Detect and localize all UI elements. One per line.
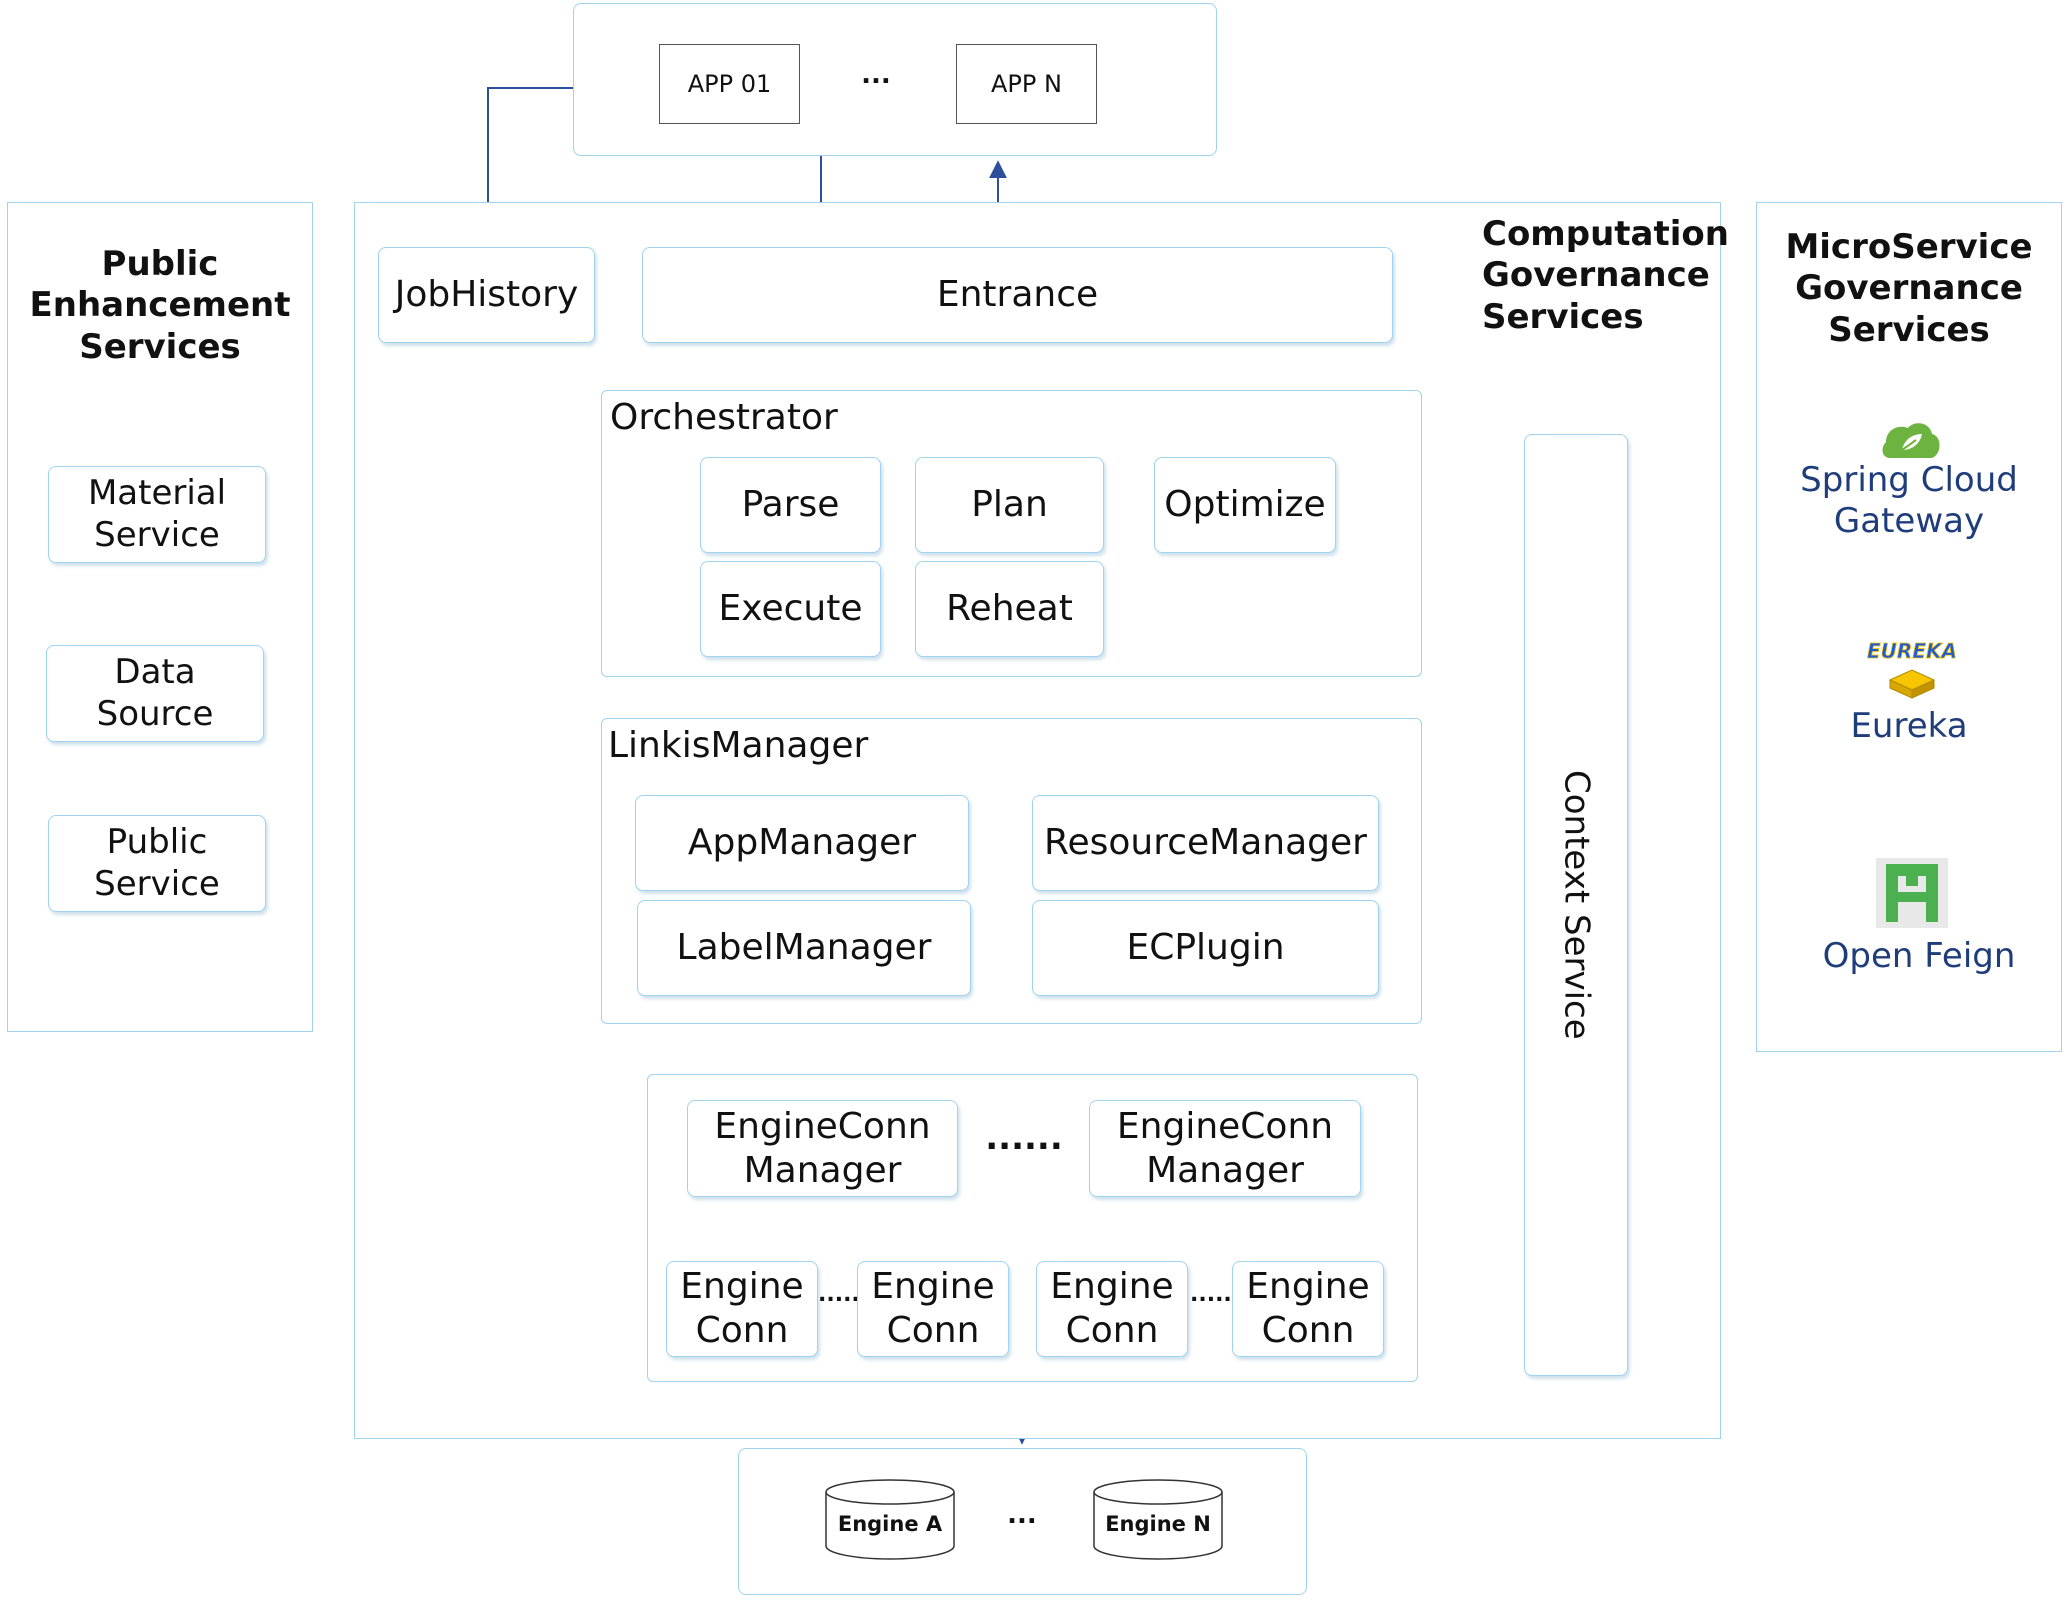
app-first-box: APP 01 [659, 44, 800, 124]
engine-last-label: Engine N [1105, 1512, 1211, 1536]
reheat-box: Reheat [915, 561, 1104, 657]
engine-conn-2-label: Engine Conn [871, 1266, 995, 1351]
parse-label: Parse [741, 484, 840, 526]
entrance-label: Entrance [936, 274, 1099, 316]
optimize-box: Optimize [1154, 457, 1336, 553]
plan-box: Plan [915, 457, 1104, 553]
engineconn-manager-right-box: EngineConn Manager [1089, 1100, 1361, 1197]
engine-first-label: Engine A [837, 1512, 943, 1536]
app-last-box: APP N [956, 44, 1097, 124]
context-service-box: Context Service [1524, 434, 1628, 1376]
engine-conn-1-box: Engine Conn [666, 1261, 818, 1357]
apps-ellipsis: ... [861, 60, 891, 90]
engineconn-manager-right-label: EngineConn Manager [1116, 1105, 1334, 1191]
ec-plugin-label: ECPlugin [1126, 927, 1285, 969]
optimize-label: Optimize [1164, 484, 1326, 526]
ec-ellipsis-right: ...... [1190, 1282, 1241, 1307]
engineconn-manager-left-box: EngineConn Manager [687, 1100, 958, 1197]
microservice-governance-title: MicroService Governance Services [1785, 227, 2033, 350]
spring-cloud-gateway-label: Spring Cloud Gateway [1800, 460, 2018, 542]
resource-manager-label: ResourceManager [1044, 822, 1367, 864]
label-manager-label: LabelManager [676, 927, 932, 969]
material-service-box: Material Service [48, 466, 266, 563]
computation-governance-title: Computation Governance Services [1482, 214, 1729, 337]
engine-conn-2-box: Engine Conn [857, 1261, 1009, 1357]
resource-manager-box: ResourceManager [1032, 795, 1379, 891]
entrance-box: Entrance [642, 247, 1393, 343]
execute-label: Execute [718, 588, 863, 630]
eureka-logo-text: EUREKA [1867, 639, 1957, 663]
apps-panel [573, 3, 1217, 156]
open-feign-icon [1876, 858, 1948, 928]
plan-label: Plan [971, 484, 1048, 526]
linkis-manager-title: LinkisManager [608, 725, 869, 766]
execute-box: Execute [700, 561, 881, 657]
context-service-label: Context Service [1556, 770, 1597, 1040]
engine-conn-4-label: Engine Conn [1246, 1266, 1370, 1351]
ecm-ellipsis: ...... [985, 1118, 1063, 1158]
engine-last-cylinder [1092, 1478, 1224, 1562]
eureka-logo-icon: EUREKA [1864, 636, 1960, 702]
reheat-label: Reheat [946, 588, 1073, 630]
app-manager-label: AppManager [687, 822, 917, 864]
label-manager-box: LabelManager [637, 900, 971, 996]
engine-conn-4-box: Engine Conn [1232, 1261, 1384, 1357]
ec-plugin-box: ECPlugin [1032, 900, 1379, 996]
engineconn-manager-left-label: EngineConn Manager [714, 1105, 931, 1191]
engine-conn-3-label: Engine Conn [1050, 1266, 1174, 1351]
data-source-box: Data Source [46, 645, 264, 742]
orchestrator-title: Orchestrator [610, 397, 838, 438]
public-service-box: Public Service [48, 815, 266, 912]
public-service-label: Public Service [94, 822, 220, 904]
data-source-label: Data Source [96, 652, 214, 734]
open-feign-label: Open Feign [1822, 936, 2016, 976]
app-manager-box: AppManager [635, 795, 969, 891]
jobhistory-box: JobHistory [378, 247, 595, 343]
eureka-label: Eureka [1850, 706, 1968, 746]
engines-ellipsis: ... [1007, 1500, 1037, 1530]
ec-ellipsis-left: ...... [818, 1282, 869, 1307]
engine-conn-3-box: Engine Conn [1036, 1261, 1188, 1357]
parse-box: Parse [700, 457, 881, 553]
jobhistory-label: JobHistory [394, 274, 579, 316]
engine-first-cylinder [824, 1478, 956, 1562]
material-service-label: Material Service [87, 473, 227, 555]
public-enhancement-title: Public Enhancement Services [29, 244, 291, 367]
engine-conn-1-label: Engine Conn [680, 1266, 804, 1351]
spring-cloud-icon [1880, 418, 1942, 462]
